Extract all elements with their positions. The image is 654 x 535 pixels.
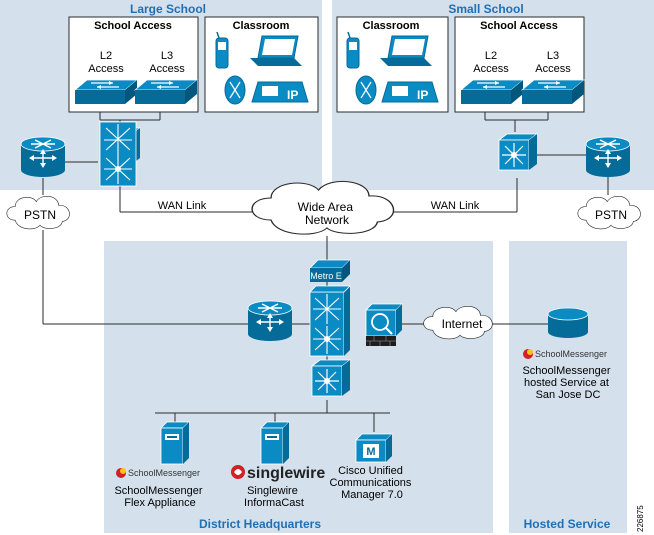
sm-hosted-label-1: SchoolMessenger — [522, 365, 610, 377]
links — [42, 108, 609, 432]
sm-flex-server — [160, 421, 190, 465]
ls-l2-label-2: Access — [88, 63, 124, 75]
ls-distribution-switch-body — [99, 121, 137, 187]
ss-l2-label-2: Access — [473, 63, 509, 75]
ss-distribution-switch — [498, 133, 538, 171]
singlewire-label-2: InformaCast — [244, 497, 304, 509]
sm-hosted-label: SchoolMessenger hosted Service at San Jo… — [522, 365, 613, 401]
sm-flex-label-2: Flex Appliance — [124, 497, 196, 509]
wan-cloud-label-2: Network — [305, 213, 350, 227]
wan-cloud-label: Wide Area Network — [298, 200, 357, 227]
singlewire-logo: singlewire — [231, 465, 325, 482]
cucm-label-3: Manager 7.0 — [341, 489, 403, 501]
cucm-label-2: Communications — [330, 477, 412, 489]
sm-flex-label: SchoolMessenger Flex Appliance — [114, 485, 205, 509]
singlewire-label: Singlewire InformaCast — [244, 485, 304, 509]
hq-core-switch — [309, 285, 351, 357]
internet-label: Internet — [442, 317, 483, 331]
ls-classroom-title: Classroom — [233, 20, 290, 32]
cucm-server: M — [355, 433, 393, 463]
ls-l3-access-switch — [134, 79, 198, 105]
ss-l3-label: L3 — [547, 50, 559, 62]
cucm-label: Cisco Unified Communications Manager 7.0 — [330, 465, 415, 501]
hq-distribution-switch — [311, 359, 351, 397]
sm-flex-label-1: SchoolMessenger — [114, 485, 202, 497]
singlewire-logo-text: singlewire — [247, 465, 325, 482]
ls-laptop-icon — [250, 35, 302, 66]
ss-l3-access-switch — [521, 79, 585, 105]
cucm-label-1: Cisco Unified — [338, 465, 403, 477]
ls-router — [20, 136, 66, 178]
wan-link-left-label: WAN Link — [158, 200, 207, 212]
wan-link-right-label: WAN Link — [431, 200, 480, 212]
district-hq-zone — [104, 241, 493, 533]
ss-l3-label-2: Access — [535, 63, 571, 75]
hosted-service-zone — [509, 241, 627, 533]
ss-l2-access-switch — [460, 79, 524, 105]
ss-wireless-ap-icon — [355, 75, 377, 105]
hq-router — [247, 300, 293, 342]
ls-ip-badge: IP — [287, 88, 298, 102]
ss-cell-phone-icon — [346, 31, 360, 69]
sm-flex-logo: SchoolMessenger — [116, 468, 200, 478]
metro-e-label: Metro E — [310, 271, 342, 281]
figure-id: 226875 — [636, 505, 645, 532]
wan-cloud-label-1: Wide Area — [298, 200, 354, 214]
ss-laptop-icon — [380, 35, 432, 66]
large-school-title: Large School — [130, 2, 206, 16]
sm-hosted-logo-text: SchoolMessenger — [535, 349, 607, 359]
ls-wireless-ap-icon — [224, 75, 246, 105]
ls-l3-label: L3 — [161, 50, 173, 62]
ls-l2-label: L2 — [100, 50, 112, 62]
pstn-right-label: PSTN — [595, 208, 627, 222]
ss-classroom-title: Classroom — [363, 20, 420, 32]
pstn-left-label: PSTN — [24, 208, 56, 222]
ls-school-access-title: School Access — [94, 20, 172, 32]
ls-cell-phone-icon — [215, 31, 229, 69]
ls-ip-phone-icon: IP — [251, 81, 309, 103]
hosted-database-icon — [547, 307, 589, 338]
sm-flex-logo-text: SchoolMessenger — [128, 468, 200, 478]
ls-l3-label-2: Access — [149, 63, 185, 75]
cucm-badge: M — [366, 446, 375, 458]
ss-school-access-title: School Access — [480, 20, 558, 32]
firewall-icon — [365, 303, 403, 346]
ls-l2-access-switch — [74, 79, 138, 105]
ss-l2-label: L2 — [485, 50, 497, 62]
sm-hosted-logo: SchoolMessenger — [523, 349, 607, 359]
sm-hosted-label-3: San Jose DC — [536, 389, 601, 401]
district-hq-title: District Headquarters — [199, 517, 321, 531]
small-school-title: Small School — [448, 2, 523, 16]
hosted-service-title: Hosted Service — [524, 517, 611, 531]
singlewire-label-1: Singlewire — [247, 485, 298, 497]
ss-router — [585, 136, 631, 178]
sm-hosted-label-2: hosted Service at — [524, 377, 609, 389]
ss-ip-phone-icon: IP — [381, 81, 439, 103]
singlewire-server — [260, 421, 290, 465]
ss-ip-badge: IP — [417, 88, 428, 102]
metro-e-switch: Metro E — [309, 259, 351, 282]
